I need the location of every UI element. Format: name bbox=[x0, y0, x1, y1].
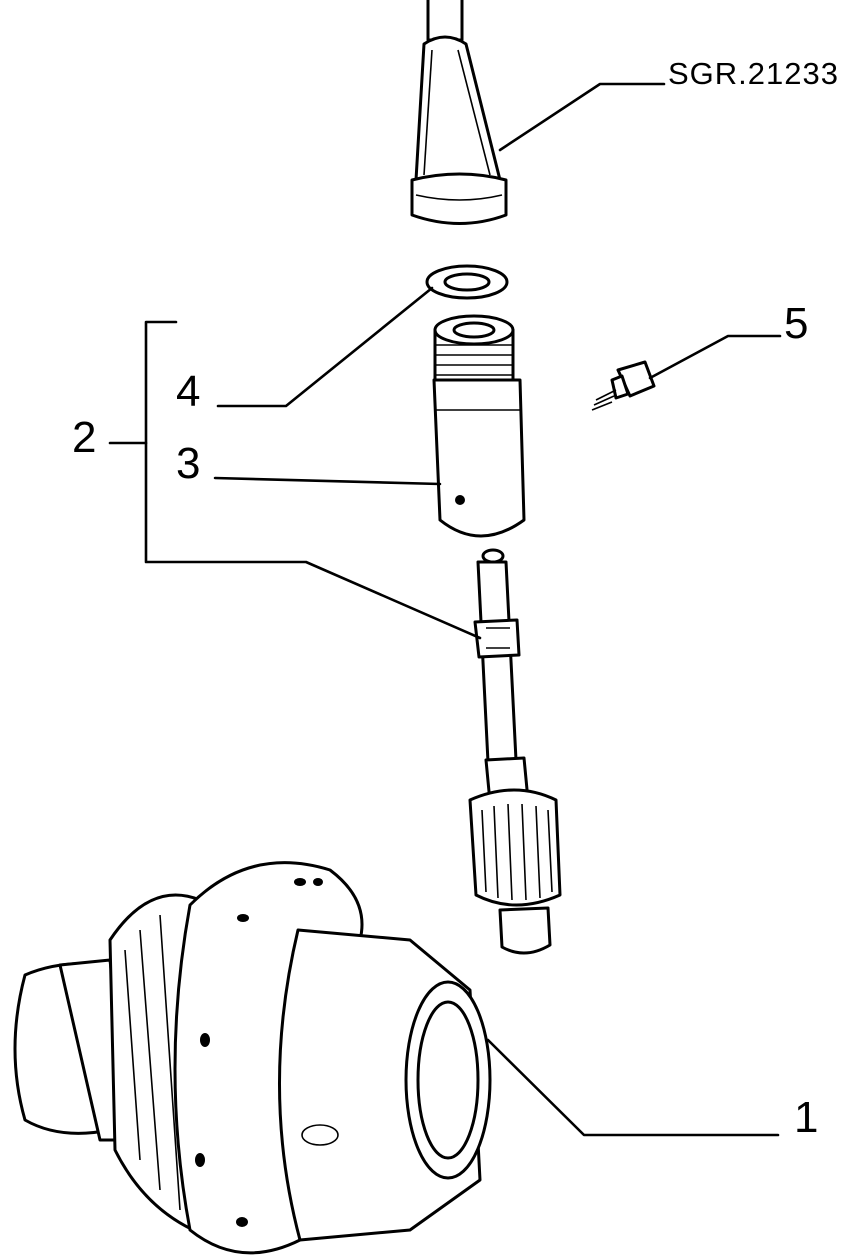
callout-2: 2 bbox=[72, 413, 96, 462]
washer-part bbox=[425, 264, 509, 300]
reference-code: SGR.21233 bbox=[668, 56, 839, 91]
bolt-part bbox=[591, 360, 656, 411]
callout-4: 4 bbox=[176, 367, 200, 416]
callout-3: 3 bbox=[176, 439, 200, 488]
callout-5: 5 bbox=[784, 299, 808, 348]
differential-housing-part bbox=[13, 861, 492, 1255]
leader-lines bbox=[108, 82, 782, 1137]
drive-pinion-part bbox=[468, 548, 562, 955]
speedometer-cable bbox=[410, 0, 508, 225]
callout-1: 1 bbox=[794, 1093, 818, 1142]
adapter-sleeve-part bbox=[432, 314, 526, 538]
